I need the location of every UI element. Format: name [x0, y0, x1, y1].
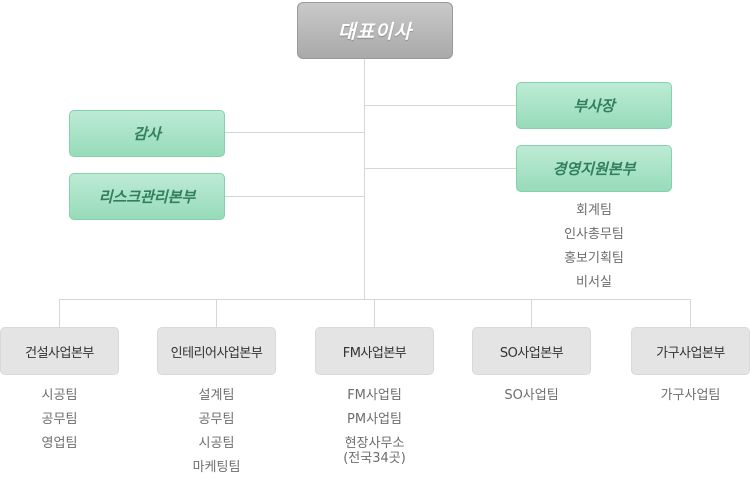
team-site-offices: 현장사무소 (전국34곳) [343, 436, 406, 466]
connector-division-2 [216, 299, 217, 327]
ceo-box: 대표이사 [297, 2, 453, 59]
team-accounting: 회계팀 [576, 203, 612, 218]
team-hr-general-affairs: 인사총무팀 [564, 227, 624, 242]
team-engineering: 공무팀 [198, 412, 235, 427]
construction-teams: 시공팀 공무팀 영업팀 [0, 384, 119, 456]
division-interior: 인테리어사업본부 [157, 327, 276, 375]
team-pm-business: PM사업팀 [347, 412, 402, 427]
vice-president-box: 부사장 [516, 82, 672, 129]
connector-divisions-bar [59, 299, 691, 300]
team-fm-business: FM사업팀 [347, 388, 402, 403]
team-construction: 시공팀 [41, 388, 78, 403]
team-marketing: 마케팅팀 [192, 460, 241, 475]
team-design: 설계팀 [198, 388, 235, 403]
connector-audit [225, 132, 364, 133]
furniture-teams: 가구사업팀 [631, 384, 750, 408]
connector-division-4 [531, 299, 532, 327]
connector-vice-president [364, 105, 516, 106]
connector-division-5 [690, 299, 691, 327]
team-sales: 영업팀 [41, 436, 78, 451]
connector-division-3 [374, 299, 375, 327]
team-pr-planning: 홍보기획팀 [564, 251, 624, 266]
interior-teams: 설계팀 공무팀 시공팀 마케팅팀 [157, 384, 276, 480]
division-construction: 건설사업본부 [0, 327, 119, 375]
connector-risk-management [225, 196, 364, 197]
so-teams: SO사업팀 [472, 384, 591, 408]
fm-teams: FM사업팀 PM사업팀 현장사무소 (전국34곳) [315, 384, 434, 466]
management-support-box: 경영지원본부 [516, 145, 672, 192]
team-secretariat: 비서실 [576, 275, 612, 290]
team-furniture-business: 가구사업팀 [660, 388, 721, 403]
team-construction: 시공팀 [198, 436, 235, 451]
connector-trunk [364, 59, 365, 300]
team-so-business: SO사업팀 [504, 388, 559, 403]
connector-management-support [364, 168, 516, 169]
division-fm: FM사업본부 [315, 327, 434, 375]
division-so: SO사업본부 [472, 327, 591, 375]
connector-division-1 [59, 299, 60, 327]
division-furniture: 가구사업본부 [631, 327, 750, 375]
audit-box: 감사 [69, 110, 225, 157]
management-support-teams: 회계팀 인사총무팀 홍보기획팀 비서실 [516, 199, 672, 295]
team-engineering: 공무팀 [41, 412, 78, 427]
risk-management-box: 리스크관리본부 [69, 173, 225, 220]
